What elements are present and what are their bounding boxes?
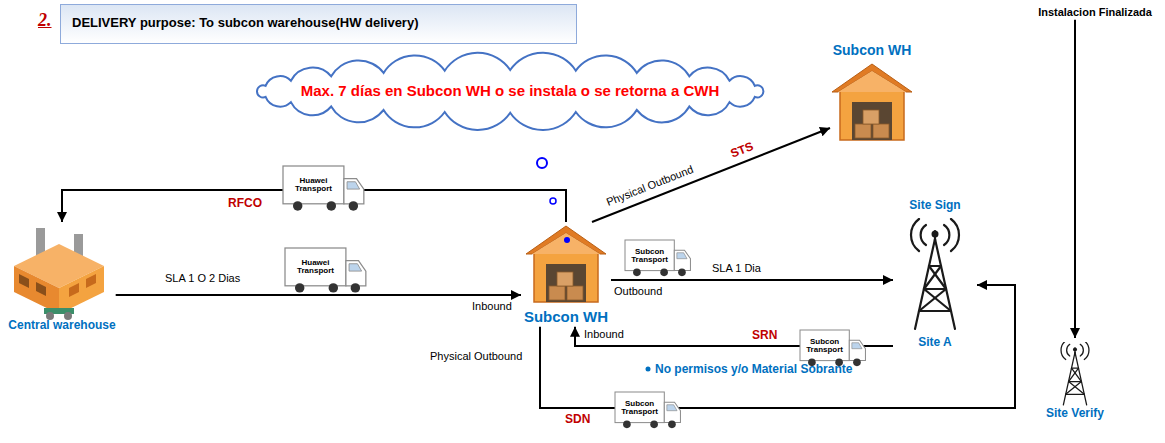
- flow-note: Inbound: [584, 328, 624, 341]
- site-label: Site Verify: [1040, 406, 1110, 421]
- icon-node: Subcon WH: [521, 222, 611, 327]
- truck-icon: [625, 240, 690, 276]
- bullet: [646, 367, 651, 372]
- marker-dot: [564, 237, 570, 243]
- warehouse-label: Subcon WH: [521, 308, 611, 327]
- icon-node: Site SignSite A: [893, 198, 977, 350]
- truck-label: Subcon Transport: [802, 337, 848, 354]
- return-note: No permisos y/o Material Sobrante: [655, 362, 852, 376]
- cloud-note: Max. 7 días en Subcon WH o se instala o …: [301, 82, 719, 101]
- truck-label: Subcon Transport: [617, 399, 663, 416]
- icon-node: Subcon WH: [830, 42, 914, 144]
- edge-label: STS: [729, 139, 756, 161]
- truck-label: Subcon Transport: [627, 247, 673, 264]
- cloud-node: Max. 7 días en Subcon WH o se instala o …: [241, 56, 779, 127]
- warehouse-icon: [832, 64, 912, 140]
- flow-note: Physical Outbound: [430, 350, 522, 363]
- flow-note: Inbound: [472, 300, 512, 313]
- section-number: 2.: [38, 10, 52, 32]
- flow-note: Outbound: [614, 285, 662, 298]
- site-state: Site Sign: [893, 198, 977, 213]
- tower-icon: [911, 219, 959, 329]
- edge-label: SRN: [752, 328, 777, 342]
- tower-icon: [1061, 341, 1089, 405]
- marker-dot: [550, 198, 556, 204]
- truck-label: Huawei Transport: [288, 259, 344, 276]
- truck-icon: [800, 330, 865, 366]
- edge-label: RFCO: [228, 196, 262, 210]
- flow-arrow: [1074, 20, 1076, 338]
- edge-label: SLA 1 Dia: [712, 262, 761, 275]
- flow-arrow: [540, 285, 1015, 408]
- edge-label: SLA 1 O 2 Dias: [165, 272, 240, 285]
- warehouse-icon: [526, 226, 606, 302]
- flow-arrow: [611, 279, 893, 281]
- warehouse-label: Central warehouse: [8, 318, 115, 333]
- warehouse-label: Subcon WH: [830, 42, 914, 60]
- icon-node: Instalacion Finalizada: [1038, 6, 1152, 20]
- flow-arrow: [116, 294, 521, 296]
- status-note: Instalacion Finalizada: [1038, 6, 1152, 20]
- icon-node: Site Verify: [1040, 338, 1110, 421]
- factory-icon: [14, 228, 104, 320]
- truck-icon: [285, 248, 366, 293]
- edge-label: SDN: [565, 412, 590, 426]
- flow-arrow: [592, 128, 830, 222]
- icon-node: Central warehouse: [8, 222, 115, 333]
- truck-label: Huawei Transport: [286, 177, 342, 194]
- truck-icon: [283, 166, 364, 211]
- marker-dot: [537, 158, 547, 168]
- flow-note: Physical Outbound: [605, 163, 696, 209]
- page-title: DELIVERY purpose: To subcon warehouse(HW…: [72, 15, 418, 30]
- site-label: Site A: [893, 335, 977, 350]
- truck-icon: [615, 392, 680, 428]
